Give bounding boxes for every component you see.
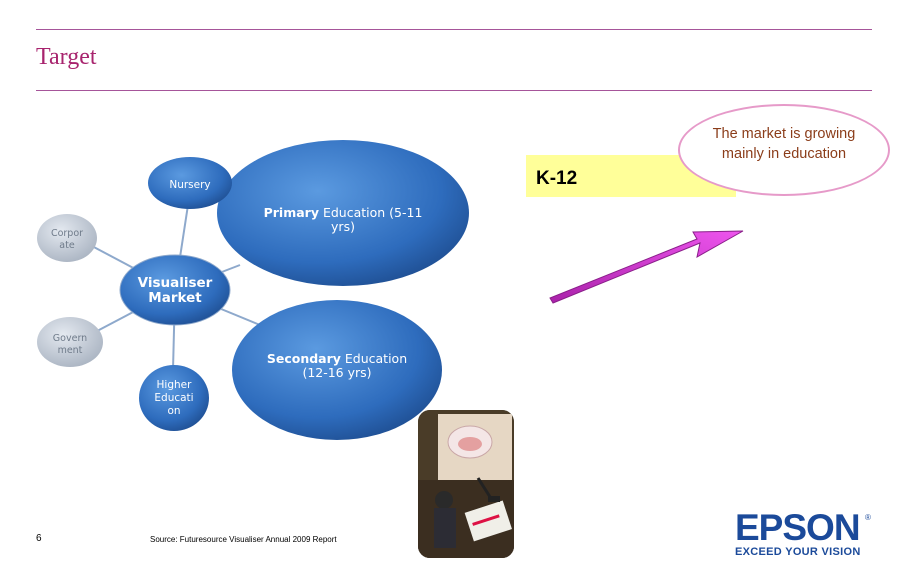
visualiser-market-node: Visualiser Market [119, 254, 231, 326]
source-note: Source: Futuresource Visualiser Annual 2… [150, 535, 337, 544]
primary-bold-label: Primary [264, 205, 319, 220]
classroom-photo [418, 410, 514, 558]
higher-education-node: Higher Educati on [139, 365, 209, 431]
growth-arrow [549, 230, 744, 304]
higher-line3: on [167, 405, 180, 417]
government-node: Govern ment [37, 317, 103, 367]
primary-line2: yrs) [331, 219, 355, 234]
primary-rest-label: Education (5-11 [319, 205, 422, 220]
secondary-line2: (12-16 yrs) [302, 365, 371, 380]
top-rule [36, 29, 872, 30]
corporate-node: Corpor ate [37, 214, 97, 262]
center-line1: Visualiser [138, 275, 213, 291]
logo-registered-mark: ® [865, 513, 871, 522]
secondary-education-node: Secondary Education (12-16 yrs) [232, 300, 442, 440]
classroom-photo-illustration [418, 410, 514, 558]
callout-bubble [678, 104, 890, 196]
higher-line2: Educati [154, 392, 193, 404]
svg-text:Primary Education (5-11: Primary Education (5-11 [264, 205, 423, 220]
primary-education-node: Primary Education (5-11 yrs) [217, 140, 469, 286]
logo-tagline: EXCEED YOUR VISION [735, 546, 861, 558]
nursery-node: Nursery [148, 157, 232, 209]
title-underline [36, 90, 872, 91]
nursery-label: Nursery [169, 179, 210, 191]
corporate-line1: Corpor [51, 228, 83, 239]
slide-title: Target [36, 44, 97, 70]
higher-line1: Higher [157, 379, 193, 391]
secondary-rest-label: Education [341, 351, 407, 366]
page-number: 6 [36, 533, 42, 544]
center-line2: Market [148, 290, 202, 306]
government-line1: Govern [53, 333, 87, 344]
callout-text: The market is growing mainly in educatio… [712, 126, 856, 162]
logo-word: EPSON [735, 507, 861, 548]
svg-text:Secondary Education: Secondary Education [267, 351, 407, 366]
epson-logo: EPSON ® EXCEED YOUR VISION [735, 507, 875, 558]
government-line2: ment [58, 345, 83, 356]
secondary-bold-label: Secondary [267, 351, 341, 366]
k12-label: K-12 [536, 168, 578, 189]
corporate-line2: ate [59, 240, 75, 251]
